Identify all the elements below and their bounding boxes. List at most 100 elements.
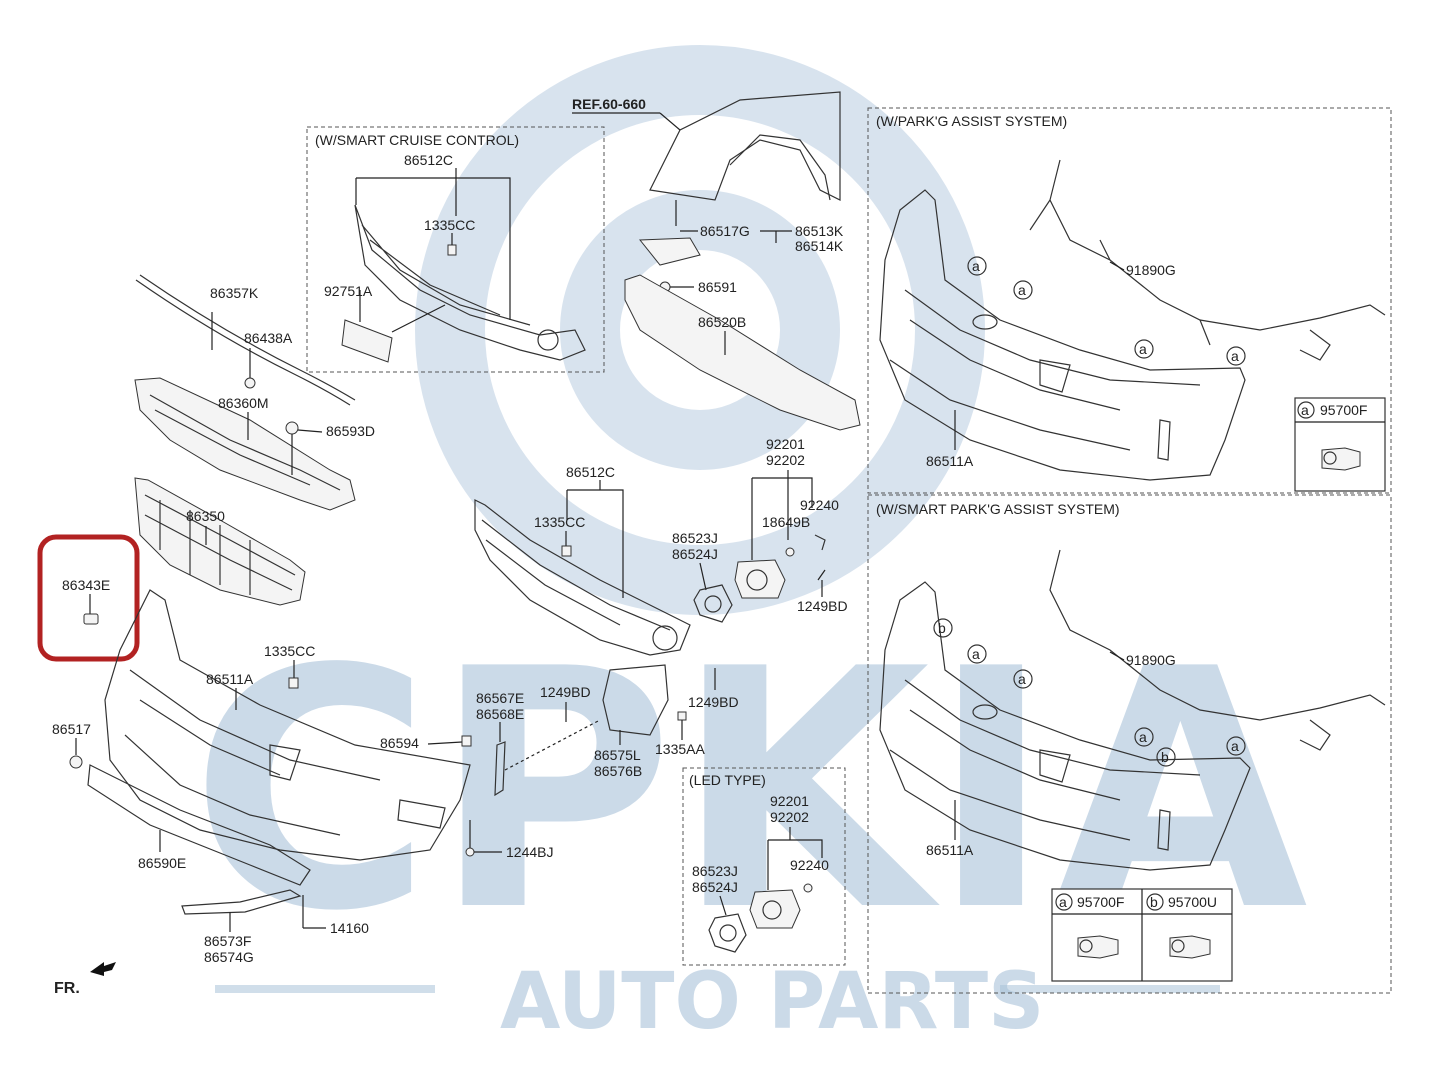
label-86593d: 86593D <box>326 423 375 439</box>
label-86567e: 86567E <box>476 690 524 706</box>
label-86594: 86594 <box>380 735 419 751</box>
label-1335cc-mid: 1335CC <box>534 514 585 530</box>
label-fr-direction: FR. <box>54 980 80 997</box>
bezel-86523j <box>693 584 733 623</box>
front-arrow-icon <box>90 962 116 976</box>
label-18649b: 18649B <box>762 514 810 530</box>
box-parking-assist <box>867 107 1392 494</box>
label-86573f: 86573F <box>204 933 251 949</box>
molding-86357k <box>139 274 356 401</box>
label-86523j-a: 86523J <box>672 530 718 546</box>
svg-text:a: a <box>1018 671 1026 687</box>
svg-text:b: b <box>938 620 946 636</box>
bracket-86517g <box>638 237 701 266</box>
label-91890g-a: 91890G <box>1126 262 1176 278</box>
watermark-ring <box>415 45 985 615</box>
watermark-rule-right <box>1000 985 1220 993</box>
fender-ref <box>649 91 841 201</box>
box-smart-parking-assist <box>867 494 1392 994</box>
lip-86590e <box>87 764 311 886</box>
label-86523j-b: 86523J <box>692 863 738 879</box>
label-86357k: 86357K <box>210 285 259 301</box>
label-86576b: 86576B <box>594 763 642 779</box>
label-92751a: 92751A <box>324 283 373 299</box>
label-ref-60-660: REF.60-660 <box>572 96 646 112</box>
bumper-park-assist-drawing <box>879 159 1386 481</box>
label-86517: 86517 <box>52 721 91 737</box>
label-92201-a: 92201 <box>766 436 805 452</box>
bracket-86575l <box>602 664 669 736</box>
label-14160: 14160 <box>330 920 369 936</box>
label-86590e: 86590E <box>138 855 186 871</box>
label-86520b: 86520B <box>698 314 746 330</box>
emblem-86343e <box>83 613 99 625</box>
label-86514k: 86514K <box>795 238 844 254</box>
sensor-box-95700f-a <box>1294 397 1386 492</box>
bracket-86567e <box>494 741 506 797</box>
label-95700f-b: 95700F <box>1077 894 1124 910</box>
leader-86512c-top <box>356 177 511 320</box>
label-86350: 86350 <box>186 508 225 524</box>
svg-text:a: a <box>1231 738 1239 754</box>
bumper-smart-park-assist-drawing <box>879 549 1386 871</box>
label-86511a-b: 86511A <box>926 842 974 858</box>
svg-text:a: a <box>1059 894 1067 910</box>
svg-text:a: a <box>1139 729 1147 745</box>
svg-text:a: a <box>1018 282 1026 298</box>
section-led-type: (LED TYPE) <box>689 772 766 788</box>
label-86511a-left: 86511A <box>206 671 254 687</box>
svg-text:a: a <box>1301 402 1309 418</box>
label-86513k: 86513K <box>795 223 844 239</box>
label-95700u: 95700U <box>1168 894 1217 910</box>
label-86343e: 86343E <box>62 577 110 593</box>
label-91890g-b: 91890G <box>1126 652 1176 668</box>
svg-text:a: a <box>1231 348 1239 364</box>
label-92201-b: 92201 <box>770 793 809 809</box>
box-smart-cruise <box>306 126 605 373</box>
callout-group-2: b a a a b a <box>933 618 1246 767</box>
watermark-subtitle: AUTO PARTS <box>500 957 1044 1047</box>
absorber-86520b <box>624 274 861 431</box>
svg-text:b: b <box>1150 894 1158 910</box>
label-86438a: 86438A <box>244 330 293 346</box>
label-1244bj: 1244BJ <box>506 844 553 860</box>
fog-lamp-92201 <box>734 559 786 599</box>
watermark-inner-ring <box>560 190 840 470</box>
label-1335cc-left: 1335CC <box>264 643 315 659</box>
label-86591: 86591 <box>698 279 737 295</box>
label-1249bd-c: 1249BD <box>797 598 848 614</box>
section-smart-cruise: (W/SMART CRUISE CONTROL) <box>315 132 519 148</box>
leader-86512c-mid <box>567 489 624 598</box>
garnish-86573f <box>181 889 302 915</box>
svg-text:a: a <box>972 258 980 274</box>
svg-text:a: a <box>972 646 980 662</box>
label-86574g: 86574G <box>204 949 254 965</box>
led-lamp-92201 <box>749 889 801 929</box>
label-86517g: 86517G <box>700 223 750 239</box>
label-92202-b: 92202 <box>770 809 809 825</box>
highlight-86343e <box>37 534 140 662</box>
section-smart-parking-assist: (W/SMART PARK'G ASSIST SYSTEM) <box>876 501 1120 517</box>
label-86360m: 86360M <box>218 395 269 411</box>
led-bezel-86523j <box>708 913 747 953</box>
label-1335aa: 1335AA <box>655 741 705 757</box>
smart-cruise-grille-drawing <box>341 204 586 363</box>
label-92202-a: 92202 <box>766 452 805 468</box>
svg-text:b: b <box>1161 749 1169 765</box>
callout-a-group-1: a a a a <box>967 256 1246 366</box>
label-86512c-top: 86512C <box>404 152 453 168</box>
bumper-86511a <box>104 589 471 861</box>
watermark-rule-left <box>215 985 435 993</box>
label-86512c-mid: 86512C <box>566 464 615 480</box>
label-95700f-a: 95700F <box>1320 402 1367 418</box>
label-92240-b: 92240 <box>790 857 829 873</box>
grille-86512c-mid <box>474 499 691 656</box>
label-86568e: 86568E <box>476 706 524 722</box>
sensor-95700f-a <box>1321 447 1361 471</box>
sensor-95700u <box>1169 935 1211 959</box>
label-92240-a: 92240 <box>800 497 839 513</box>
label-86511a-a: 86511A <box>926 453 974 469</box>
svg-text:a: a <box>1139 341 1147 357</box>
sensor-95700f-b <box>1077 935 1119 959</box>
